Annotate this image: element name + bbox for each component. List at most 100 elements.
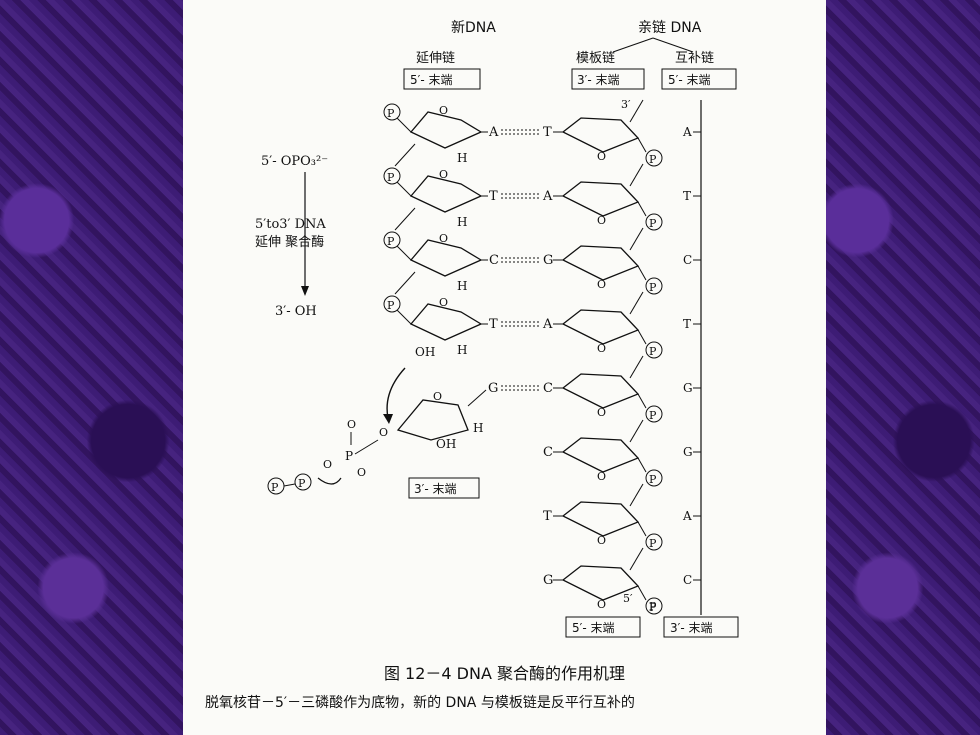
template-sugar-icon xyxy=(561,245,640,281)
template-base-label: C xyxy=(543,381,553,396)
oxygen-letter: O xyxy=(597,214,606,227)
complement-3-end-label: 3′- 末端 xyxy=(670,621,713,635)
base-bond xyxy=(467,389,487,407)
template-base-label: T xyxy=(543,509,552,524)
oxygen-letter: O xyxy=(439,232,448,245)
template-base-label: T xyxy=(543,125,552,140)
new-backbone-link xyxy=(394,143,416,167)
extending-strand-label: 延伸链 xyxy=(416,51,455,66)
phosphate-icon xyxy=(645,213,663,231)
phosphate-icon xyxy=(645,597,663,615)
template-sugar-icon xyxy=(561,117,640,153)
background-left xyxy=(0,0,183,735)
oxygen-letter: O xyxy=(323,458,332,471)
new-base-label: T xyxy=(489,189,498,204)
phosphate-icon xyxy=(383,103,401,121)
template-3-end-label: 3′- 末端 xyxy=(577,73,620,87)
complement-base-label: C xyxy=(683,253,692,267)
phosphate-letter: P xyxy=(271,481,279,494)
template-backbone-link xyxy=(637,521,647,537)
complement-5-end-label: 5′- 末端 xyxy=(668,73,711,87)
phosphate-letter: P xyxy=(649,345,657,358)
direction-label-top: 5′to3′ DNA xyxy=(255,217,326,232)
figure-page: 新DNA 亲链 DNA 延伸链 模板链 互补链 5′- 末端 3′- 末端 5′… xyxy=(183,0,826,735)
phosphate-letter: P xyxy=(298,477,306,490)
template-base-label: G xyxy=(543,253,553,268)
cleavage-arrow-icon xyxy=(317,477,342,485)
template-5-end-box xyxy=(565,616,641,638)
oxygen-letter: O xyxy=(433,390,442,403)
template-sugar-icon xyxy=(561,309,640,345)
template-strand-label: 模板链 xyxy=(576,51,615,66)
oxygen-letter: O xyxy=(439,104,448,117)
template-5-prime: 5′ xyxy=(623,592,633,605)
phosphate-letter: P xyxy=(345,449,353,463)
oxygen-letter: O xyxy=(439,168,448,181)
figure-caption: 图 12－4 DNA 聚合酶的作用机理 xyxy=(383,664,626,683)
template-sugar-icon xyxy=(561,181,640,217)
phosphate-letter: P xyxy=(387,107,395,120)
complement-base-label: C xyxy=(683,573,692,587)
phosphate-icon xyxy=(645,341,663,359)
new-3-end-label: 3′- 末端 xyxy=(414,482,457,496)
template-backbone-link xyxy=(637,329,647,345)
new-backbone-link xyxy=(396,117,412,133)
oxygen-letter: O xyxy=(597,534,606,547)
template-p-label: P xyxy=(649,600,657,613)
phosphate-icon xyxy=(645,405,663,423)
oxygen-letter: O xyxy=(347,418,356,431)
template-5-end-label: 5′- 末端 xyxy=(572,621,615,635)
phosphate-letter: P xyxy=(387,299,395,312)
template-backbone-link xyxy=(637,265,647,281)
phosphate-letter: P xyxy=(649,537,657,550)
phosphate-letter: P xyxy=(649,601,657,614)
complement-base-label: G xyxy=(683,381,693,395)
phosphate-letter: P xyxy=(387,171,395,184)
new-5-end-box xyxy=(403,68,481,90)
phosphate-icon xyxy=(383,231,401,249)
phosphate-letter: P xyxy=(649,153,657,166)
hydrogen-label: H xyxy=(473,421,483,435)
incoming-base-label: G xyxy=(488,381,498,396)
new-dna-label: 新DNA xyxy=(451,20,496,36)
phosphate-letter: P xyxy=(649,217,657,230)
complement-base-label: T xyxy=(683,189,691,203)
template-3-prime: 3′ xyxy=(621,98,631,111)
template-backbone-link xyxy=(629,419,644,443)
template-backbone-link xyxy=(629,547,644,571)
phosphate-icon xyxy=(383,167,401,185)
template-sugar-icon xyxy=(561,373,640,409)
hydrogen-label: H xyxy=(457,279,467,293)
template-base-label: G xyxy=(543,573,553,588)
oxygen-letter: O xyxy=(357,466,366,479)
oxygen-letter: O xyxy=(597,342,606,355)
template-sugar-icon xyxy=(561,501,640,537)
complement-base-label: A xyxy=(682,125,692,139)
new-5-end-label: 5′- 末端 xyxy=(410,73,453,87)
oxygen-letter: O xyxy=(597,598,606,611)
complement-3-end-box xyxy=(663,616,739,638)
phosphate-letter: P xyxy=(649,473,657,486)
template-base-label: A xyxy=(542,317,553,332)
phosphate-letter: P xyxy=(649,281,657,294)
new-sugar-icon xyxy=(409,111,483,149)
oxygen-letter: O xyxy=(439,296,448,309)
oxygen-letter: O xyxy=(597,406,606,419)
complement-base-label: A xyxy=(682,509,692,523)
oxygen-letter: O xyxy=(597,150,606,163)
phosphate-icon xyxy=(383,295,401,313)
figure-subcaption: 脱氧核苷－5′－三磷酸作为底物，新的 DNA 与模板链是反平行互补的 xyxy=(205,695,635,711)
phosphate-letter: P xyxy=(387,235,395,248)
phosphate-letter: P xyxy=(649,409,657,422)
hydroxyl-label: OH xyxy=(436,437,456,451)
hydroxyl-label: OH xyxy=(415,345,435,359)
template-backbone-link xyxy=(629,163,644,187)
complement-base-label: T xyxy=(683,317,691,331)
hydrogen-label: H xyxy=(457,215,467,229)
direction-label-bottom: 延伸 聚合酶 xyxy=(255,234,324,250)
oxygen-letter: O xyxy=(379,426,388,439)
new-backbone-link xyxy=(394,271,416,295)
new-backbone-link xyxy=(394,207,416,231)
template-backbone-link xyxy=(637,457,647,473)
